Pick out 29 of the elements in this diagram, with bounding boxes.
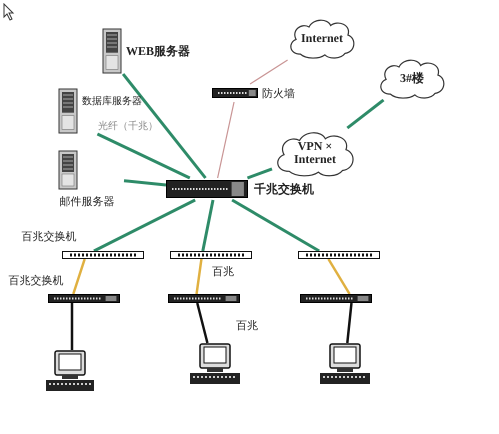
network-cable <box>250 60 288 84</box>
device-label: WEB服务器 <box>126 44 190 58</box>
network-cable <box>72 258 86 294</box>
device-label: 数据库服务器 <box>82 94 142 108</box>
device-label: 千兆交换机 <box>254 182 314 196</box>
network-cable <box>122 73 207 179</box>
cloud-label: Internet <box>301 32 343 44</box>
device-label: 邮件服务器 <box>60 194 114 208</box>
network-cable <box>327 258 351 295</box>
network-cable <box>70 303 74 350</box>
network-cable <box>246 168 273 180</box>
network-cable <box>217 102 235 178</box>
note-label: 光纤（千兆） <box>98 120 158 133</box>
device-label: 百兆交换机 <box>8 274 64 286</box>
network-cable <box>96 132 190 180</box>
note-label: 百兆 <box>212 264 234 278</box>
cloud-label: 3#楼 <box>400 72 424 84</box>
network-cable <box>93 198 196 252</box>
device-label: 百兆交换机 <box>22 230 76 242</box>
network-cable <box>231 198 320 252</box>
network-cable <box>201 200 214 252</box>
device-label: 防火墙 <box>262 86 295 100</box>
network-cable <box>346 302 353 344</box>
network-cable <box>124 179 166 186</box>
network-cable <box>195 258 203 294</box>
note-label: 百兆 <box>236 318 258 332</box>
network-cable <box>346 98 384 130</box>
network-cable <box>196 302 209 344</box>
cloud-label: VPN × Internet <box>293 140 337 166</box>
